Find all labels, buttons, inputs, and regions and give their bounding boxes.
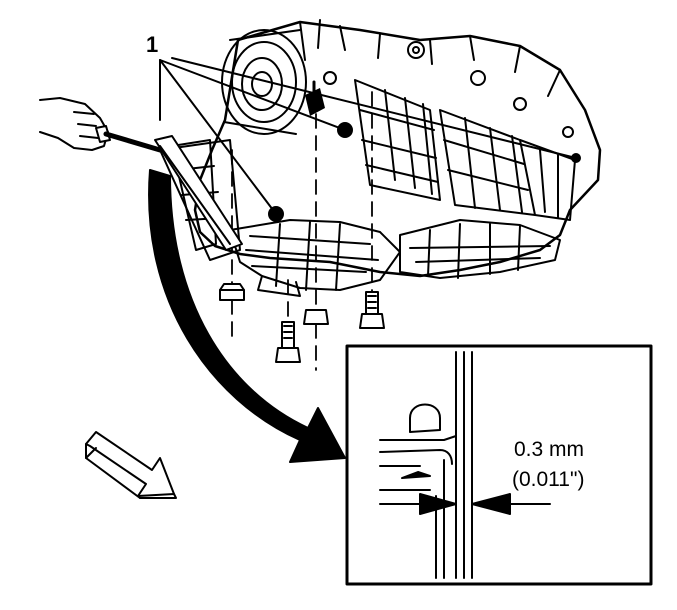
- bolt-icon: [219, 149, 245, 343]
- oil-pan-ribs: [354, 79, 576, 221]
- engine-block-illustration: [159, 19, 602, 297]
- callout-number: 1: [146, 32, 159, 57]
- measurement-imperial-label: (0.011"): [512, 468, 585, 491]
- oil-pan-sump: [229, 219, 561, 297]
- detail-inset: [345, 344, 653, 586]
- callout-leaders: [159, 57, 577, 215]
- detail-pointer-arrow: [148, 169, 346, 463]
- bolt-icon: [359, 91, 385, 329]
- view-direction-arrow-icon: [85, 431, 177, 499]
- bolt-icon: [303, 91, 329, 371]
- pulley: [221, 29, 307, 135]
- feeler-gauge-icon: [39, 97, 243, 251]
- bolt-icon: [275, 279, 301, 363]
- bolts: [219, 91, 385, 371]
- measurement-metric-label: 0.3 mm: [514, 438, 585, 461]
